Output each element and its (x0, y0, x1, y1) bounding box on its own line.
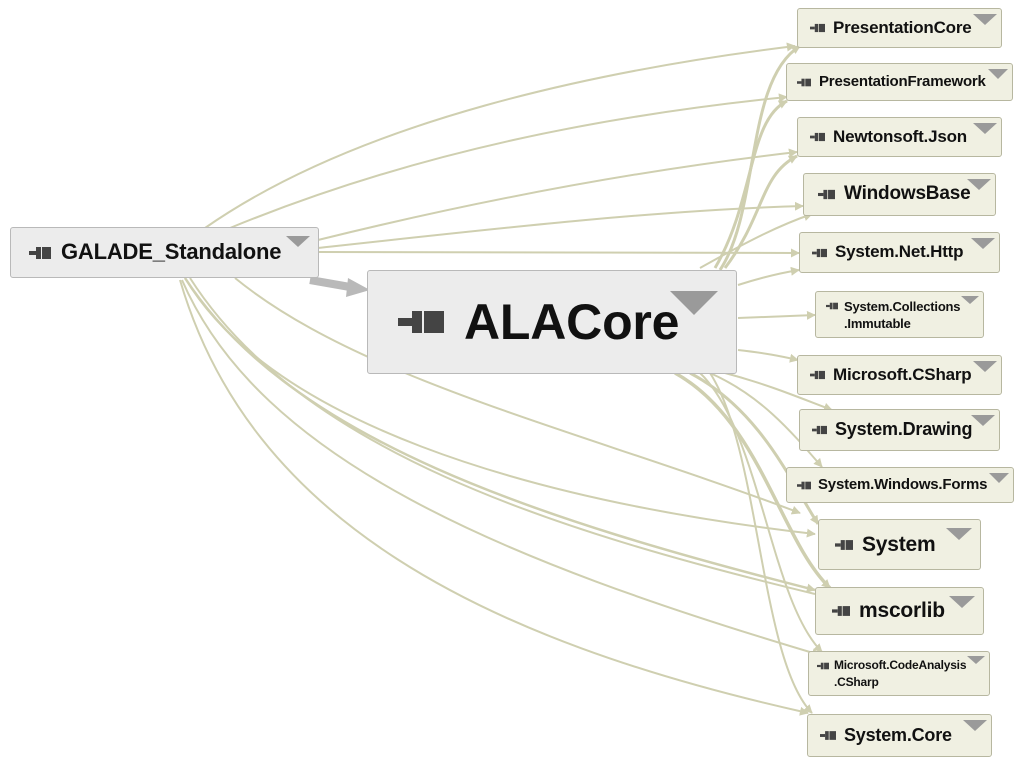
edge-alacore-systemdrawing (724, 372, 833, 412)
node-presentationframework[interactable]: PresentationFramework (786, 63, 1013, 101)
node-system-drawing[interactable]: System.Drawing (799, 409, 1000, 451)
expand-triangle-icon[interactable] (961, 296, 979, 304)
edge-alacore-microsoftcsharp (737, 349, 799, 363)
expand-triangle-icon[interactable] (971, 415, 995, 426)
edge-alacore-newtonsoft (723, 154, 798, 269)
assembly-icon (810, 370, 825, 380)
edge-alacore-systemnethttp (737, 266, 800, 286)
node-label: System.Drawing (835, 419, 973, 440)
assembly-icon (29, 246, 51, 260)
expand-triangle-icon[interactable] (973, 361, 997, 372)
expand-triangle-icon[interactable] (286, 236, 310, 247)
node-label: Microsoft.CSharp (833, 364, 972, 384)
expand-triangle-icon[interactable] (949, 596, 975, 608)
expand-triangle-icon[interactable] (989, 473, 1009, 483)
assembly-icon (826, 302, 838, 310)
edge-alacore-immutable (737, 310, 816, 320)
edge-galade-alacore-head (346, 278, 370, 297)
assembly-icon (797, 78, 811, 87)
node-system-core[interactable]: System.Core (807, 714, 992, 757)
edge-alacore-systemcore (709, 372, 813, 714)
expand-triangle-icon[interactable] (973, 123, 997, 134)
node-label: System.Windows.Forms (818, 475, 988, 493)
assembly-icon (810, 132, 825, 142)
edge-galade-systemcore (179, 279, 809, 716)
assembly-icon (810, 23, 825, 33)
node-alacore[interactable]: ALACore (367, 270, 737, 374)
edge-galade-mscorlib-2 (189, 277, 816, 595)
node-label: Newtonsoft.Json (833, 126, 967, 146)
edge-alacore-mscorlib (674, 371, 832, 590)
expand-triangle-icon[interactable] (670, 291, 718, 315)
edge-alacore-systemwindowsforms (709, 372, 823, 468)
edge-galade-presentationframework (229, 93, 788, 229)
assembly-icon (812, 248, 827, 258)
edge-alacore-windowsbase (699, 212, 813, 269)
edge-alacore-presentationcore (718, 44, 801, 271)
node-label: PresentationFramework (819, 72, 986, 90)
edge-galade-alacore (309, 276, 351, 291)
edge-galade-presentationcore (204, 42, 796, 229)
node-system-net-http[interactable]: System.Net.Http (799, 232, 1000, 273)
node-mscorlib[interactable]: mscorlib (815, 587, 984, 635)
edge-galade-mscorlib (183, 277, 816, 593)
node-label: mscorlib (859, 599, 945, 623)
node-microsoft-codeanalysis-csharp[interactable]: Microsoft.CodeAnalysis .CSharp (808, 651, 990, 696)
assembly-icon (812, 425, 827, 435)
expand-triangle-icon[interactable] (971, 238, 995, 249)
node-system-collections-immutable[interactable]: System.Collections .Immutable (815, 291, 984, 338)
assembly-icon (818, 189, 835, 200)
node-system-windows-forms[interactable]: System.Windows.Forms (786, 467, 1014, 503)
edge-galade-systemwindowsforms (234, 277, 801, 515)
node-label: PresentationCore (833, 17, 972, 37)
assembly-icon (817, 662, 829, 670)
node-label: System.Collections .Immutable (844, 298, 961, 331)
expand-triangle-icon[interactable] (963, 720, 987, 731)
node-system[interactable]: System (818, 519, 981, 570)
node-newtonsoft-json[interactable]: Newtonsoft.Json (797, 117, 1002, 157)
expand-triangle-icon[interactable] (946, 528, 972, 540)
node-galade-standalone[interactable]: GALADE_Standalone (10, 227, 319, 278)
edge-galade-newtonsoft (317, 148, 798, 241)
assembly-icon (820, 730, 836, 741)
expand-triangle-icon[interactable] (967, 656, 985, 664)
edge-galade-codeanalysis (181, 279, 821, 658)
edge-alacore-presentationframework (713, 99, 788, 269)
node-label: System (862, 532, 936, 556)
edge-alacore-codeanalysis (699, 372, 823, 653)
node-microsoft-csharp[interactable]: Microsoft.CSharp (797, 355, 1002, 395)
assembly-icon (835, 539, 853, 551)
node-label: System.Net.Http (835, 242, 964, 262)
assembly-icon (832, 605, 850, 617)
node-label: Microsoft.CodeAnalysis .CSharp (834, 657, 967, 689)
expand-triangle-icon[interactable] (988, 69, 1008, 79)
expand-triangle-icon[interactable] (973, 14, 997, 25)
node-presentationcore[interactable]: PresentationCore (797, 8, 1002, 48)
node-windowsbase[interactable]: WindowsBase (803, 173, 996, 216)
edge-galade-systemnethttp (317, 248, 800, 258)
node-label: ALACore (464, 293, 680, 350)
edge-galade-windowsbase (317, 201, 804, 249)
assembly-icon (398, 308, 444, 336)
node-label: WindowsBase (844, 183, 971, 205)
assembly-icon (797, 481, 811, 490)
expand-triangle-icon[interactable] (967, 179, 991, 190)
node-label: System.Core (844, 724, 952, 745)
node-label: GALADE_Standalone (61, 239, 282, 265)
